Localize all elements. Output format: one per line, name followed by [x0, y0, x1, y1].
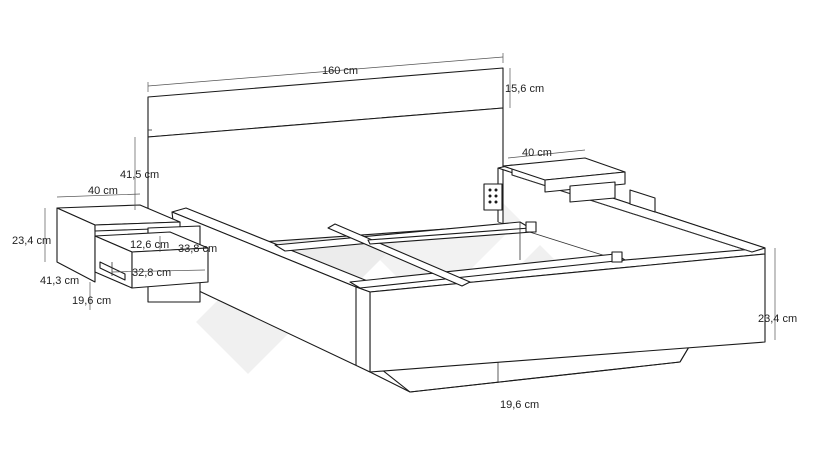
dim-right-table-width: 40 cm — [522, 147, 552, 159]
dim-frame-base: 19,6 cm — [500, 399, 539, 411]
bed-slats — [274, 221, 626, 289]
mounting-bracket — [483, 183, 503, 211]
right-nightstand — [502, 157, 656, 213]
dim-headboard-top-height: 15,6 cm — [505, 83, 544, 95]
dim-left-table-base: 19,6 cm — [72, 295, 111, 307]
dim-drawer-depth: 33,8 cm — [178, 243, 217, 255]
dim-frame-height: 23,4 cm — [758, 313, 797, 325]
dim-drawer-inner: 32,8 cm — [132, 267, 171, 279]
bed-frame — [171, 164, 766, 373]
dimension-lines — [44, 53, 776, 340]
dim-headboard-height: 41,5 cm — [120, 169, 159, 181]
left-drawer — [94, 231, 209, 289]
dim-left-table-width: 40 cm — [88, 185, 118, 197]
dim-headboard-width: 160 cm — [322, 65, 358, 77]
dim-left-table-height: 23,4 cm — [12, 235, 51, 247]
dim-drawer-height: 12,6 cm — [130, 239, 169, 251]
dim-left-table-depth: 41,3 cm — [40, 275, 79, 287]
